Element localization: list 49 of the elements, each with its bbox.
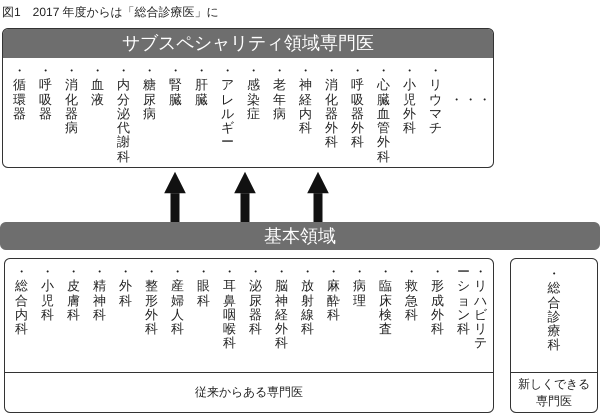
specialty-text: ・整形外科 xyxy=(145,265,158,336)
specialty-text: ・泌尿器科 xyxy=(249,265,262,336)
figure-title: 図1 2017 年度からは「総合診療医」に xyxy=(2,4,219,21)
specialty-text: ・耳鼻咽喉科 xyxy=(223,265,236,351)
specialty-text: ・循環器 xyxy=(13,64,26,122)
specialty-text: ・麻酔科 xyxy=(327,265,340,322)
specialty-text: ・病理 xyxy=(353,265,366,308)
specialty-text: ・皮膚科 xyxy=(67,265,80,322)
specialty-text: ・老年病 xyxy=(273,64,286,122)
group-box xyxy=(510,258,598,413)
specialty-text: ・外科 xyxy=(119,265,132,308)
specialty-text: ・糖尿病 xyxy=(143,64,156,122)
specialty-text: ・内分泌代謝科 xyxy=(117,64,130,164)
specialty-text: ・呼吸器外科 xyxy=(351,64,364,150)
group-title: サブスペシャリティ領域専門医 xyxy=(122,32,374,55)
specialty-text: ・腎臓 xyxy=(169,64,182,107)
specialty-text: ・神経内科 xyxy=(299,64,312,136)
band-bar xyxy=(0,222,600,250)
specialty-text: ・肝臓 xyxy=(195,64,208,107)
specialty-text: ・小児科 xyxy=(41,265,54,322)
specialty-text: ・産婦人科 xyxy=(171,265,184,336)
specialty-text: ・小児外科 xyxy=(403,64,416,136)
group-box xyxy=(2,28,494,168)
specialty-text: ・消化器病 xyxy=(65,64,78,136)
specialty-text: ・アレルギー xyxy=(221,64,234,150)
arrow xyxy=(164,172,186,222)
arrow xyxy=(307,172,329,222)
specialty-text: ・心臓血管外科 xyxy=(377,64,390,164)
specialty-text: ・形成外科 xyxy=(431,265,444,336)
group-box xyxy=(4,258,494,413)
specialty-text: ・脳神経外科 xyxy=(275,265,288,351)
specialty-text: ・総合診療科 xyxy=(548,267,560,353)
specialty-text: ・放射線科 xyxy=(301,265,314,336)
group-title: 新しくできる専門医 xyxy=(517,376,591,409)
specialty-text: ・呼吸器 xyxy=(39,64,52,122)
specialty-text: ・精神科 xyxy=(93,265,106,322)
specialty-text: ・救急科 xyxy=(405,265,418,322)
specialty-text: ・眼科 xyxy=(197,265,210,308)
specialty-text: ・総合内科 xyxy=(15,265,28,336)
ellipsis-label: ・・・ xyxy=(450,91,492,109)
group-title: 従来からある専門医 xyxy=(194,384,304,401)
specialty-text: ・リハビリテーション科 xyxy=(457,265,487,351)
specialty-text: ・リウマチ xyxy=(429,64,442,136)
specialty-text: ・臨床検査 xyxy=(379,265,392,336)
arrow xyxy=(234,172,256,222)
specialty-text: ・血液 xyxy=(91,64,104,107)
band-title: 基本領域 xyxy=(264,224,336,248)
specialty-text: ・消化器外科 xyxy=(325,64,338,150)
specialty-text: ・感染症 xyxy=(247,64,260,122)
